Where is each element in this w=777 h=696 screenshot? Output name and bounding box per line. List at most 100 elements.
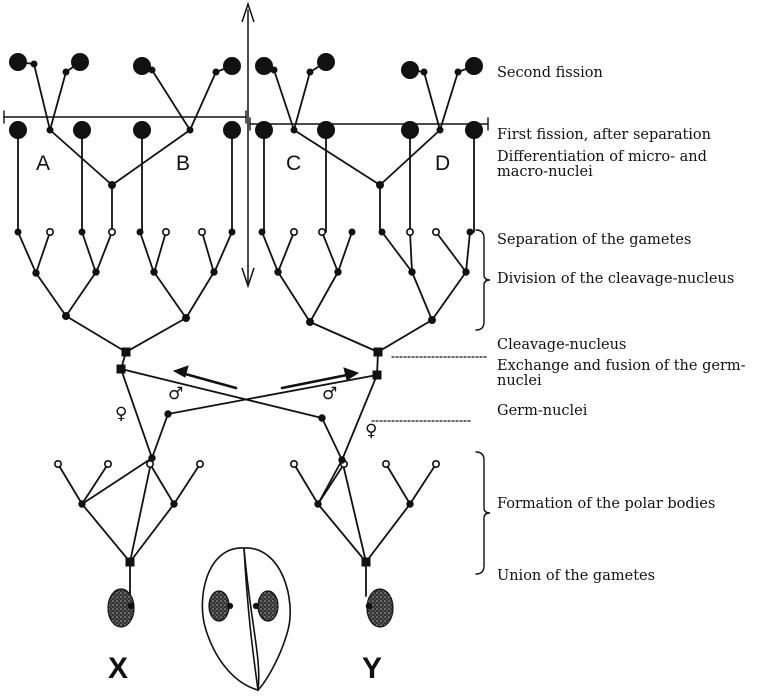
label-cleavage-nucleus: Cleavage-nucleus <box>497 337 627 353</box>
lineage-line <box>189 71 217 131</box>
lineage-line <box>81 463 109 505</box>
male-symbol-left: ♂ <box>168 384 184 404</box>
lineage-line <box>321 417 343 461</box>
lineage-line <box>277 271 311 323</box>
lineage-line <box>57 463 83 505</box>
second-fission-macronucleus <box>317 53 335 71</box>
lineage-line <box>337 231 353 273</box>
lineage-line <box>465 231 471 273</box>
bracket-polar-bodies <box>475 451 491 575</box>
second-fission-micronucleus <box>270 66 278 74</box>
label-first-fission: First fission, after separation <box>497 127 712 143</box>
nucleus-dot <box>306 318 314 326</box>
lineage-line <box>341 374 378 461</box>
lineage-line <box>65 271 97 317</box>
lineage-line <box>95 231 113 274</box>
nucleus-dot <box>210 268 218 276</box>
lineage-line <box>173 463 201 505</box>
nucleus-dot <box>32 269 40 277</box>
lineage-line <box>409 463 437 505</box>
second-fission-micronucleus <box>212 68 220 76</box>
gamete-micronucleus <box>127 602 135 610</box>
nucleus-dot <box>228 228 236 236</box>
first-fission-macronucleus <box>73 121 91 139</box>
group-letter-a: A <box>36 152 51 175</box>
exchange-arrowhead <box>343 367 360 381</box>
second-fission-micronucleus <box>420 68 428 76</box>
lineage-line <box>277 231 295 273</box>
exchange-line <box>120 368 323 419</box>
nucleus-dot <box>136 228 144 236</box>
first-fission-macronucleus <box>223 121 241 139</box>
lineage-line <box>81 231 97 274</box>
polar-body <box>289 228 298 237</box>
nucleus-dot <box>92 268 100 276</box>
lineage-line <box>111 129 191 186</box>
exchange-arrowhead <box>172 365 189 378</box>
nucleus-dot <box>170 500 178 508</box>
nucleus-dot <box>290 126 298 134</box>
lineage-line <box>49 71 67 131</box>
individual-label-x: X <box>108 652 129 685</box>
nucleus-dot <box>62 312 70 320</box>
male-germ-nucleus-left <box>164 410 172 418</box>
nucleus-dot <box>406 500 414 508</box>
female-symbol-right: ♀ <box>365 421 378 441</box>
polar-body <box>146 459 155 468</box>
lineage-line <box>149 463 175 505</box>
nucleus-dot <box>428 316 436 324</box>
nucleus-dot <box>186 126 194 134</box>
first-fission-macronucleus <box>465 121 483 139</box>
first-fission-macronucleus <box>133 121 151 139</box>
lineage-line <box>213 231 233 274</box>
lineage-line <box>317 459 343 505</box>
lineage-line <box>317 503 367 563</box>
exchange-arrow <box>176 370 238 390</box>
fusion-nucleus-left <box>116 364 126 374</box>
lineage-line <box>409 231 413 273</box>
nucleus-dot <box>462 268 470 276</box>
polar-body <box>198 228 207 237</box>
polar-body <box>405 228 414 237</box>
polar-body <box>289 459 298 468</box>
lineage-line <box>17 231 37 274</box>
group-letter-d: D <box>435 152 451 175</box>
lineage-line <box>129 503 175 563</box>
second-fission-micronucleus <box>30 60 38 68</box>
lineage-line <box>435 231 467 273</box>
second-fission-macronucleus <box>133 57 151 75</box>
fusion-nucleus <box>373 347 383 357</box>
conjugant-outline <box>201 547 260 692</box>
polar-body <box>45 228 54 237</box>
lineage-line <box>273 69 295 131</box>
lineage-line <box>81 457 153 505</box>
lineage-line <box>33 63 51 131</box>
lineage-line <box>65 315 127 353</box>
second-fission-macronucleus <box>223 57 241 75</box>
group-letter-c: C <box>286 152 302 175</box>
lineage-line <box>261 231 279 273</box>
lineage-line <box>120 368 153 459</box>
conjugant-micronucleus <box>226 602 234 610</box>
lineage-line <box>423 71 441 131</box>
first-fission-macronucleus <box>401 121 419 139</box>
polar-body <box>108 228 117 237</box>
fusion-nucleus-right <box>372 370 382 380</box>
lineage-line <box>81 503 131 563</box>
label-exchange-line2: nuclei <box>497 373 542 389</box>
lineage-line <box>125 317 187 353</box>
union-nucleus <box>361 557 371 567</box>
conjugant-macronucleus <box>208 590 230 622</box>
nucleus-dot <box>314 500 322 508</box>
label-second-fission: Second fission <box>497 65 603 81</box>
nucleus-dot <box>466 228 474 236</box>
lineage-line <box>151 69 191 131</box>
lineage-line <box>377 319 433 353</box>
first-fission-macronucleus <box>255 121 273 139</box>
fusion-nucleus <box>121 347 131 357</box>
nucleus-dot <box>436 126 444 134</box>
second-fission-micronucleus <box>454 68 462 76</box>
nucleus-dot <box>338 456 346 464</box>
